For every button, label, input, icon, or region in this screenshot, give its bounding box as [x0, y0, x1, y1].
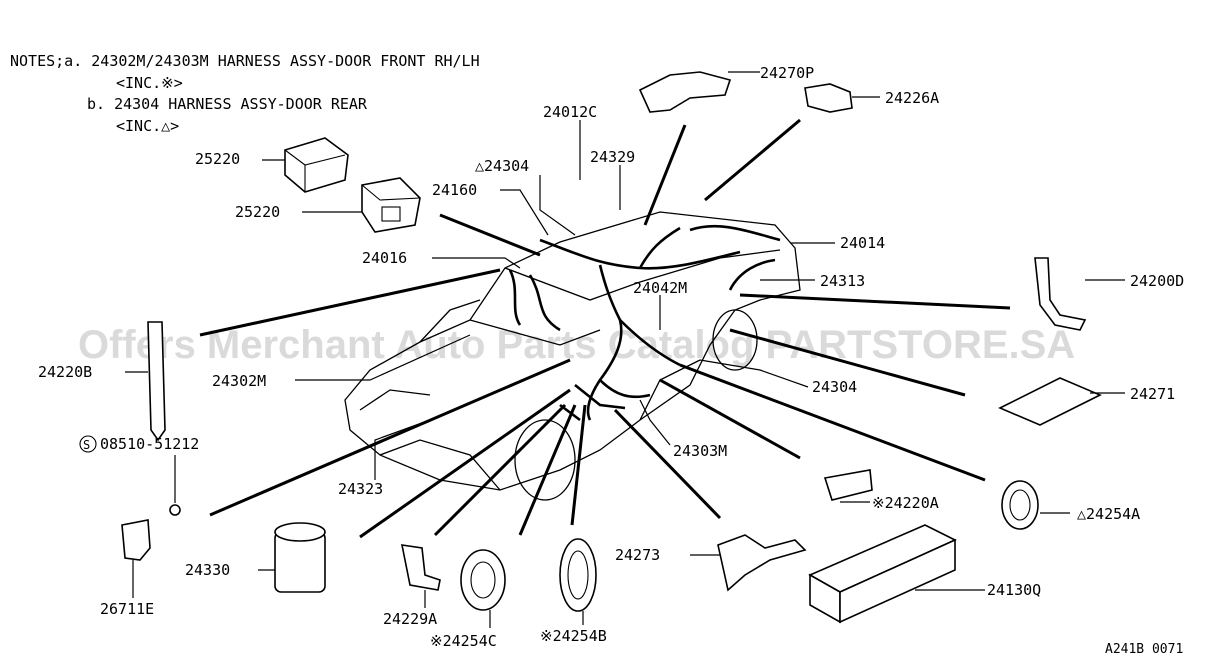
part-labels: 24270P 24226A 24012C 24329 △24304 25220 … — [38, 64, 1184, 650]
label-24254C: ※24254C — [430, 632, 497, 650]
part-25220-relay-icon — [284, 137, 349, 193]
label-26711E: 26711E — [100, 600, 154, 618]
label-24271: 24271 — [1130, 385, 1175, 403]
svg-text:S: S — [83, 438, 90, 452]
label-24226A: 24226A — [885, 89, 939, 107]
label-24304: 24304 — [812, 378, 857, 396]
leader-lines — [125, 71, 1125, 628]
label-24220B: 24220B — [38, 363, 92, 381]
part-24270P-icon — [638, 71, 732, 113]
label-24273: 24273 — [615, 546, 660, 564]
label-24220A: ※24220A — [872, 494, 939, 512]
part-25220-module-icon — [361, 177, 421, 233]
notes-line-2: <INC.※> — [116, 74, 183, 92]
notes-line-1: NOTES;a. 24302M/24303M HARNESS ASSY-DOOR… — [10, 52, 480, 70]
label-24012C: 24012C — [543, 103, 597, 121]
part-24226A-icon — [804, 83, 853, 113]
part-26711E-icon — [121, 519, 151, 561]
label-24200D: 24200D — [1130, 272, 1184, 290]
part-24220B-icon — [147, 321, 166, 442]
label-24016: 24016 — [362, 249, 407, 267]
label-24229A: 24229A — [383, 610, 437, 628]
label-24270P: 24270P — [760, 64, 814, 82]
part-24330-flasher-icon — [274, 522, 326, 593]
label-24303M: 24303M — [673, 442, 727, 460]
harness-wiring — [508, 224, 781, 422]
part-24200D-icon — [1034, 257, 1087, 331]
part-24254B-icon — [559, 538, 597, 612]
label-24014: 24014 — [840, 234, 885, 252]
part-24229A-icon — [400, 544, 441, 591]
label-24304-rear: △24304 — [475, 157, 529, 175]
pointer-arrows — [199, 118, 1011, 539]
notes-line-4: <INC.△> — [116, 117, 179, 135]
svg-text:08510-51212: 08510-51212 — [100, 435, 199, 453]
part-24273-icon — [717, 534, 807, 592]
part-24220A-icon — [823, 469, 873, 501]
label-24330: 24330 — [185, 561, 230, 579]
part-24130Q-box-icon — [808, 524, 957, 624]
screw-icon — [169, 504, 181, 516]
label-25220-top: 25220 — [195, 150, 240, 168]
label-24313: 24313 — [820, 272, 865, 290]
part-24254A-icon — [1001, 480, 1039, 530]
label-24130Q: 24130Q — [987, 581, 1041, 599]
label-25220-lower: 25220 — [235, 203, 280, 221]
label-08510-51212: S 08510-51212 — [79, 435, 199, 453]
label-24323: 24323 — [338, 480, 383, 498]
label-24160: 24160 — [432, 181, 477, 199]
diagram-code: A241B 0071 — [1105, 642, 1183, 657]
label-24302M: 24302M — [212, 372, 266, 390]
part-24271-icon — [998, 377, 1102, 426]
label-24254A: △24254A — [1077, 505, 1140, 523]
label-24042M: 24042M — [633, 279, 687, 297]
label-24329: 24329 — [590, 148, 635, 166]
part-24254C-icon — [460, 549, 506, 611]
label-24254B: ※24254B — [540, 627, 607, 645]
notes-line-3: b. 24304 HARNESS ASSY-DOOR REAR — [87, 95, 368, 113]
watermark: Offers Merchant Auto Parts Catalog PARTS… — [78, 323, 1075, 367]
